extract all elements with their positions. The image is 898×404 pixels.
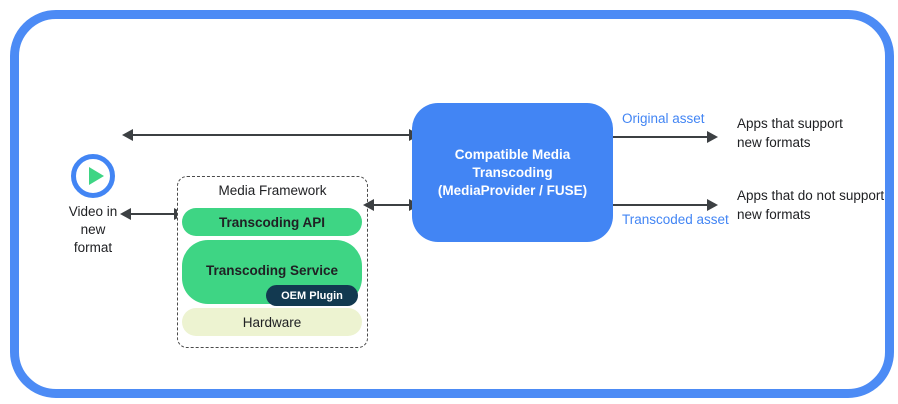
compatible-media-transcoding-box: Compatible Media Transcoding (MediaProvi… bbox=[412, 103, 613, 242]
arrow-original-asset bbox=[613, 131, 718, 143]
arrowhead-left-icon bbox=[363, 199, 374, 211]
transcoding-service-label: Transcoding Service bbox=[205, 262, 339, 278]
transcoding-api-pill: Transcoding API bbox=[182, 208, 362, 236]
apps-support-label: Apps that support new formats bbox=[737, 116, 843, 150]
arrow-apps-transcoding-bidirectional bbox=[122, 129, 420, 141]
transcoded-asset-label: Transcoded asset bbox=[622, 212, 729, 227]
arrow-framework-transcoding-bidirectional bbox=[363, 199, 420, 211]
video-format-label: Video in new format bbox=[68, 204, 118, 255]
transcoding-box-title: Compatible Media Transcoding bbox=[454, 146, 571, 180]
video-play-icon bbox=[71, 154, 115, 198]
oem-plugin-pill: OEM Plugin bbox=[266, 285, 358, 306]
arrow-transcoded-asset bbox=[613, 199, 718, 211]
outer-frame bbox=[10, 10, 894, 398]
hardware-label: Hardware bbox=[242, 314, 302, 330]
oem-plugin-label: OEM Plugin bbox=[281, 289, 343, 302]
media-framework-title: Media Framework bbox=[218, 183, 327, 198]
arrowhead-right-icon bbox=[707, 131, 718, 143]
hardware-pill: Hardware bbox=[182, 308, 362, 336]
arrowhead-right-icon bbox=[707, 199, 718, 211]
original-asset-label: Original asset bbox=[622, 111, 705, 126]
play-triangle-icon bbox=[88, 167, 104, 185]
arrow-video-framework-bidirectional bbox=[120, 208, 185, 220]
transcoding-box-subtitle: (MediaProvider / FUSE) bbox=[437, 182, 588, 198]
transcoding-api-label: Transcoding API bbox=[218, 214, 326, 230]
apps-no-support-label: Apps that do not support new formats bbox=[737, 188, 885, 222]
arrowhead-left-icon bbox=[122, 129, 133, 141]
arrowhead-left-icon bbox=[120, 208, 131, 220]
